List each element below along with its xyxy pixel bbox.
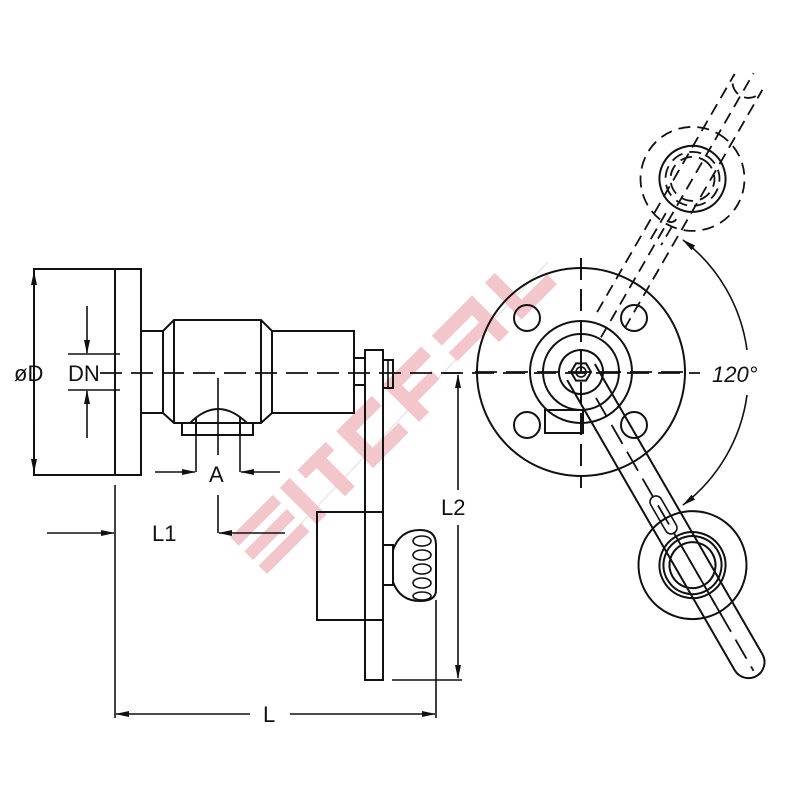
label-angle: 120°: [712, 362, 758, 387]
angle-arc-top: [682, 239, 748, 351]
label-nominal-diameter: DN: [68, 361, 100, 386]
label-a: A: [209, 462, 224, 487]
handle-lever: [558, 349, 766, 680]
angle-arc-bottom: [682, 394, 748, 506]
label-l1: L1: [152, 521, 176, 546]
dimensions: [31, 271, 462, 718]
valve-front-view: [475, 72, 766, 680]
label-l2: L2: [441, 495, 465, 520]
valve-side-view: [33, 268, 437, 681]
handle-lever-alternate-position: [596, 72, 764, 338]
label-l: L: [263, 702, 275, 727]
label-diameter: øD: [14, 361, 43, 386]
watermark: [230, 261, 557, 575]
